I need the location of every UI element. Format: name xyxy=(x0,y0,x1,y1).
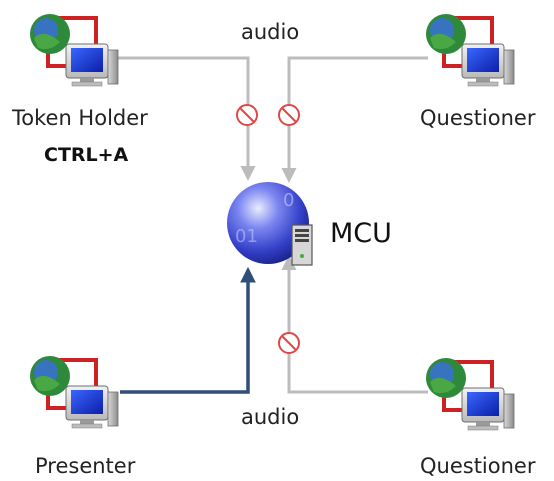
globe-icon xyxy=(227,182,309,264)
computer-icon xyxy=(424,356,516,432)
link-presenter-to-mcu xyxy=(120,266,256,394)
globe-digits-decoration: 01 xyxy=(235,226,258,247)
questioner-bottom-label: Questioner xyxy=(420,454,536,478)
computer-icon xyxy=(28,12,120,88)
audio-link-label-top: audio xyxy=(241,20,300,44)
server-icon xyxy=(291,224,313,266)
presenter-label: Presenter xyxy=(35,454,136,478)
blocked-icon xyxy=(278,332,300,354)
blocked-icon xyxy=(236,104,258,126)
computer-icon xyxy=(28,354,120,430)
computer-icon xyxy=(424,12,516,88)
token-holder-hotkey: CTRL+A xyxy=(44,144,129,166)
audio-link-label-bottom: audio xyxy=(241,405,300,429)
blocked-icon xyxy=(278,104,300,126)
link-questioner-top-to-mcu xyxy=(281,56,428,183)
mcu-label: MCU xyxy=(330,218,392,249)
questioner-top-label: Questioner xyxy=(420,106,536,130)
mcu-node: 0 01 xyxy=(227,182,313,266)
globe-digits-decoration: 0 xyxy=(283,190,294,211)
token-holder-label: Token Holder xyxy=(12,106,148,130)
link-token-holder-to-mcu xyxy=(115,56,256,181)
link-questioner-bottom-to-mcu xyxy=(281,255,428,394)
